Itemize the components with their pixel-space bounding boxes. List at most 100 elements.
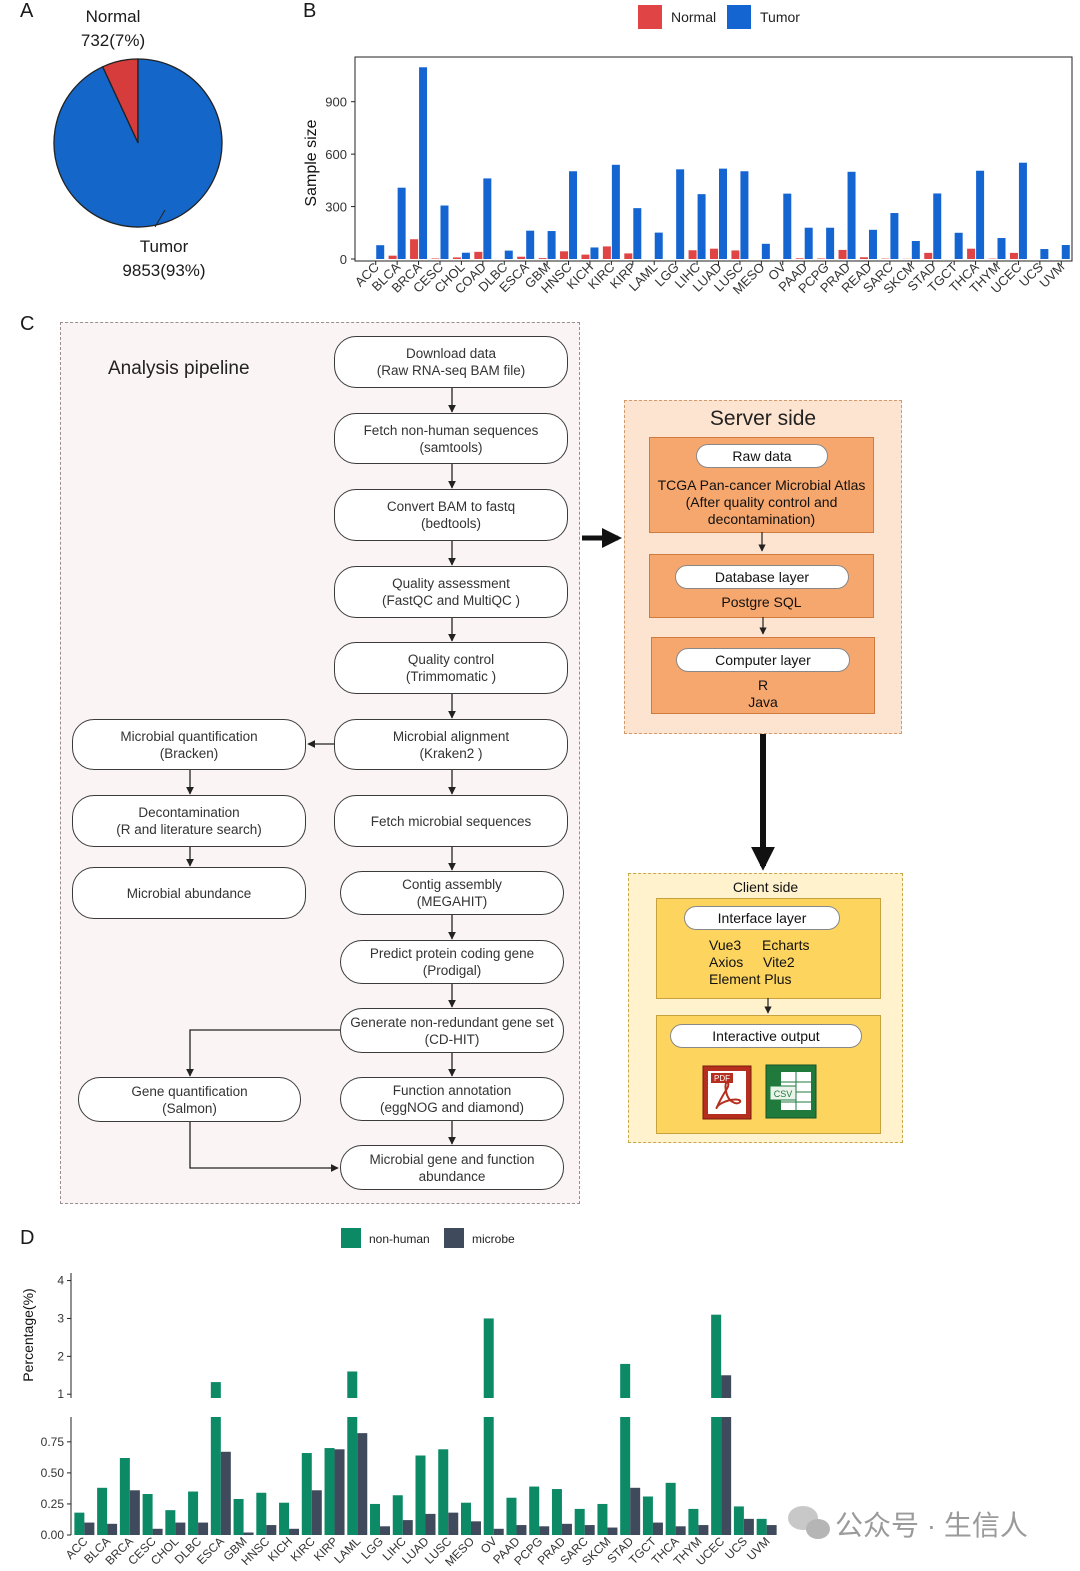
d-bar-nonhuman-meso bbox=[460, 1502, 471, 1535]
d-ytick-label: 4 bbox=[57, 1274, 64, 1288]
d-bar-microbe-uvm bbox=[766, 1525, 777, 1535]
b-ytick-label: 300 bbox=[325, 200, 347, 215]
csv-icon-label: CSV bbox=[774, 1089, 793, 1099]
b-bar-normal-chol bbox=[452, 257, 461, 259]
d-bar-microbe-thca bbox=[675, 1526, 686, 1535]
d-bar-microbe-ucec-upper bbox=[721, 1375, 732, 1398]
database-layer-pill: Database layer bbox=[675, 565, 849, 589]
b-bar-tumor-acc bbox=[376, 245, 385, 259]
node-subtext: (samtools) bbox=[419, 439, 483, 455]
d-bar-microbe-laml bbox=[357, 1433, 368, 1535]
interface-tech-axios: Axios bbox=[709, 954, 744, 970]
d-bar-nonhuman-kich bbox=[279, 1502, 290, 1535]
d-ytick-label: 3 bbox=[57, 1311, 64, 1325]
pipeline-diagram: Analysis pipeline bbox=[0, 310, 1080, 1220]
b-legend-label: Normal bbox=[671, 9, 716, 25]
d-bar-microbe-blca bbox=[107, 1523, 118, 1535]
node-text: Convert BAM to fastq bbox=[386, 499, 516, 514]
d-bar-nonhuman-lihc bbox=[392, 1495, 403, 1535]
d-legend-swatch-microbe bbox=[444, 1228, 464, 1248]
d-bar-nonhuman-laml-upper bbox=[347, 1371, 358, 1398]
b-bar-tumor-ucs bbox=[1040, 249, 1049, 259]
b-bar-tumor-luad bbox=[719, 168, 727, 259]
d-bar-nonhuman-hnsc bbox=[256, 1492, 267, 1535]
b-bar-normal-pcpg bbox=[817, 258, 826, 259]
d-bar-microbe-cesc bbox=[152, 1528, 163, 1535]
b-bar-tumor-chol bbox=[461, 252, 470, 259]
d-bar-nonhuman-ucec-upper bbox=[711, 1314, 722, 1398]
d-ytick-label: 2 bbox=[57, 1349, 64, 1363]
node-text: Quality control bbox=[407, 652, 495, 667]
node-subtext: (Raw RNA-seq BAM file) bbox=[376, 363, 526, 378]
d-bar-microbe-kirc bbox=[311, 1490, 322, 1535]
d-bar-microbe-hnsc bbox=[266, 1525, 277, 1535]
b-bar-tumor-brca bbox=[419, 67, 428, 259]
d-legend-label: microbe bbox=[472, 1232, 515, 1246]
d-bar-nonhuman-ov-upper bbox=[483, 1318, 494, 1398]
b-bar-normal-read bbox=[859, 257, 868, 259]
node-subtext: (FastQC and MultiQC ) bbox=[381, 593, 521, 608]
d-bar-nonhuman-thym bbox=[688, 1508, 699, 1535]
d-bar-nonhuman-ov-lower bbox=[483, 1417, 494, 1535]
node-text: Gene quantification bbox=[131, 1083, 248, 1099]
b-bar-tumor-paad bbox=[804, 227, 813, 259]
csv-file-icon: CSV bbox=[765, 1064, 817, 1119]
panel-label-b: B bbox=[303, 0, 317, 22]
node-microbial-alignment: Microbial alignment(Kraken2 ) bbox=[334, 719, 568, 770]
b-bar-normal-esca bbox=[517, 256, 526, 259]
d-bar-microbe-ov bbox=[493, 1528, 504, 1535]
b-bar-tumor-pcpg bbox=[826, 227, 835, 259]
d-bar-microbe-thym bbox=[698, 1525, 709, 1535]
d-bar-microbe-stad bbox=[630, 1487, 641, 1535]
d-bar-microbe-paad bbox=[516, 1525, 527, 1535]
server-connectors bbox=[758, 532, 767, 635]
node-subtext: (eggNOG and diamond) bbox=[379, 1100, 525, 1115]
d-bar-nonhuman-pcpg bbox=[529, 1486, 540, 1535]
d-bar-microbe-meso bbox=[470, 1521, 481, 1535]
d-bar-microbe-acc bbox=[84, 1522, 95, 1535]
watermark: 公众号 · 生信人 bbox=[788, 1506, 1028, 1541]
node-subtext: abundance bbox=[418, 1168, 486, 1184]
b-bar-tumor-cesc bbox=[440, 205, 449, 259]
database-layer-line: Postgre SQL bbox=[721, 594, 802, 610]
b-bar-normal-luad bbox=[710, 248, 718, 259]
interface-tech-echarts: Echarts bbox=[762, 937, 810, 953]
b-bar-tumor-prad bbox=[847, 171, 856, 259]
b-bar-normal-gbm bbox=[538, 258, 547, 259]
b-bar-normal-kirc bbox=[602, 246, 611, 259]
b-bar-normal-prad bbox=[838, 249, 847, 259]
raw-data-line-2: (After quality control and bbox=[685, 494, 838, 510]
b-bar-normal-blca bbox=[388, 255, 397, 259]
b-bar-normal-hnsc bbox=[560, 251, 569, 259]
node-function-annotation: Function annotation(eggNOG and diamond) bbox=[340, 1077, 564, 1121]
b-bar-tumor-uvm bbox=[1061, 245, 1070, 259]
computer-layer-block: Computer layer R Java bbox=[651, 637, 875, 714]
interactive-output-pill: Interactive output bbox=[670, 1024, 862, 1048]
node-convert-bam: Convert BAM to fastq(bedtools) bbox=[334, 489, 568, 541]
node-text: Contig assembly bbox=[402, 877, 502, 892]
interface-layer-pill: Interface layer bbox=[684, 906, 840, 930]
raw-data-line-1: TCGA Pan-cancer Microbial Atlas bbox=[657, 477, 866, 493]
b-bar-tumor-kich bbox=[590, 247, 599, 259]
node-microbial-abundance: Microbial abundance bbox=[72, 867, 306, 919]
b-bar-tumor-thym bbox=[997, 238, 1006, 259]
d-xtick-label: UVM bbox=[744, 1534, 773, 1563]
d-bar-nonhuman-esca-upper bbox=[210, 1382, 221, 1398]
d-bar-microbe-chol bbox=[175, 1522, 186, 1535]
b-bar-normal-thca bbox=[967, 248, 976, 259]
node-subtext: (CD-HIT) bbox=[424, 1031, 480, 1047]
pie-tumor-value: 9853(93%) bbox=[122, 261, 205, 280]
b-bar-tumor-blca bbox=[397, 187, 406, 259]
d-bar-microbe-luad bbox=[425, 1513, 436, 1535]
d-bar-nonhuman-lusc bbox=[438, 1449, 449, 1535]
node-subtext: (R and literature search) bbox=[116, 822, 262, 837]
d-bar-microbe-dlbc bbox=[198, 1522, 209, 1535]
d-bar-nonhuman-gbm bbox=[233, 1498, 244, 1535]
b-bar-tumor-read bbox=[868, 229, 877, 259]
d-bar-nonhuman-kirc bbox=[301, 1453, 312, 1535]
d-bar-nonhuman-ucec-lower bbox=[711, 1417, 722, 1535]
client-side-title: Client side bbox=[732, 879, 799, 895]
raw-data-block: Raw data TCGA Pan-cancer Microbial Atlas… bbox=[649, 437, 874, 533]
d-bar-nonhuman-paad bbox=[506, 1497, 517, 1535]
